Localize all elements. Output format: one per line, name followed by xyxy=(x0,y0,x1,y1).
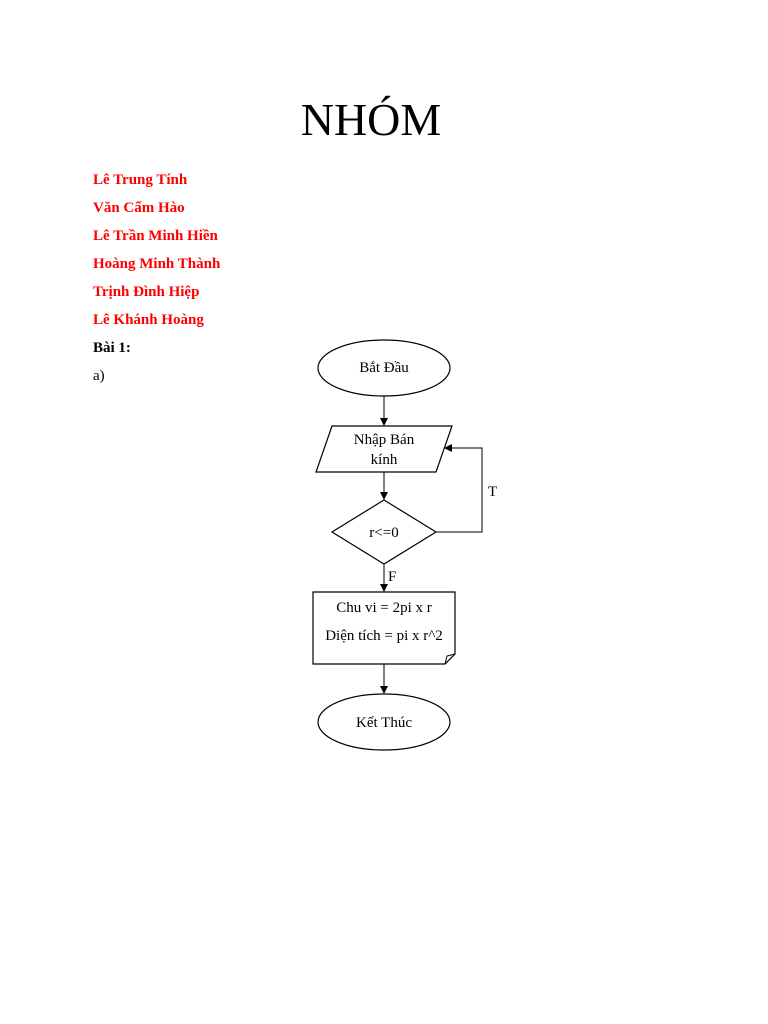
process-label-line2: Diện tích = pi x r^2 xyxy=(325,628,443,644)
input-parallelogram xyxy=(315,425,453,473)
member-name: Trịnh Đình Hiệp xyxy=(93,284,200,300)
member-list: Lê Trung Tính Văn Cẩm Hào Lê Trần Minh H… xyxy=(93,168,220,336)
false-branch-label: F xyxy=(388,569,396,585)
process-box xyxy=(312,591,456,665)
input-label-line1: Nhập Bán xyxy=(354,432,415,448)
page-title: NHÓM xyxy=(300,94,442,145)
process-box-fold xyxy=(444,653,456,665)
true-branch-label: T xyxy=(488,484,497,500)
input-label-line2: kính xyxy=(371,452,398,468)
exercise-label: Bài 1: xyxy=(93,340,131,356)
member-name: Văn Cẩm Hào xyxy=(93,200,185,216)
process-label-line1: Chu vi = 2pi x r xyxy=(336,600,432,616)
member-name: Lê Trung Tính xyxy=(93,172,188,188)
start-label: Bắt Đầu xyxy=(359,360,409,376)
end-terminal xyxy=(317,693,451,751)
member-name: Lê Khánh Hoàng xyxy=(93,312,204,328)
member-name: Lê Trần Minh Hiền xyxy=(93,228,218,244)
decision-label: r<=0 xyxy=(369,525,398,541)
member-name: Hoàng Minh Thành xyxy=(93,256,221,272)
end-label: Kết Thúc xyxy=(356,715,412,731)
part-label: a) xyxy=(93,368,105,384)
true-loop-connector xyxy=(436,444,483,533)
